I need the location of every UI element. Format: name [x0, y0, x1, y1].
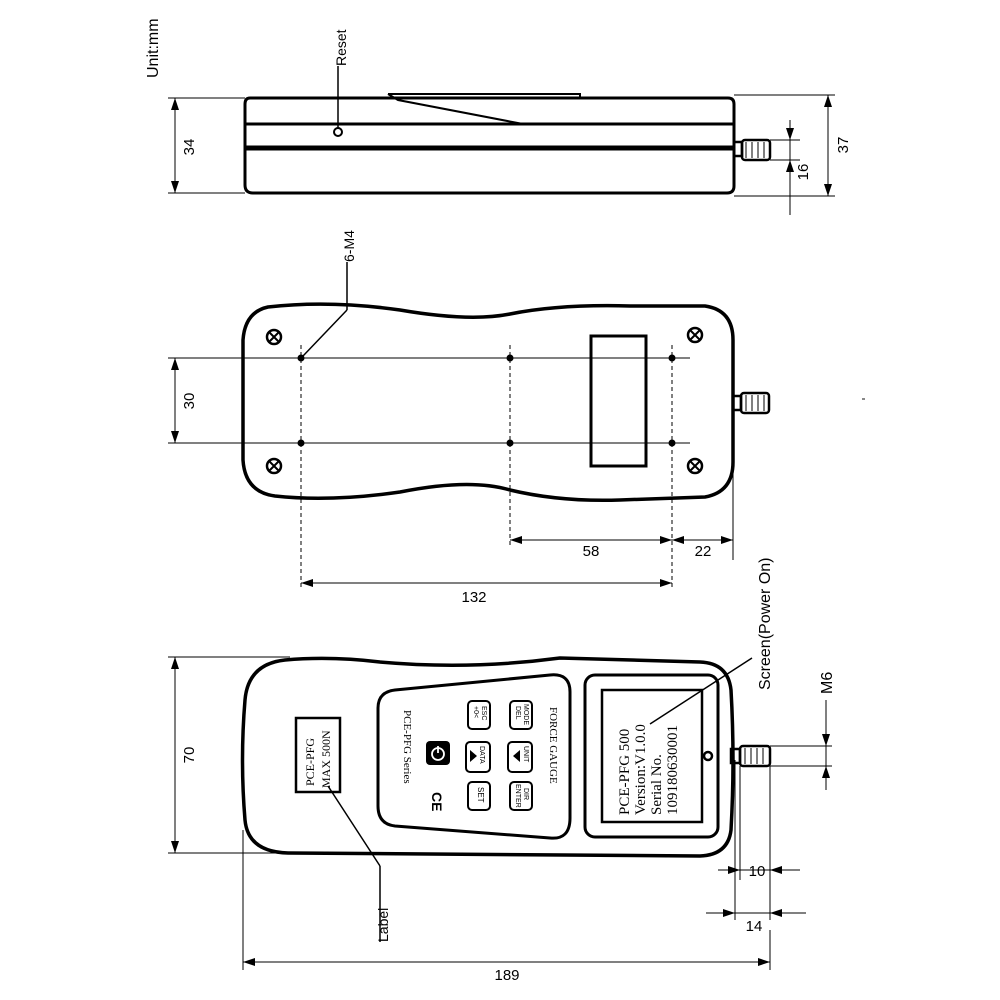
triangle-down-icon — [470, 750, 477, 762]
mode-key-label: MODE — [522, 704, 529, 725]
screen-line-1: PCE-PFG 500 — [617, 729, 633, 815]
dim-hole-spacing-total: 132 — [461, 589, 486, 606]
data-key-label: DATA — [478, 746, 485, 764]
dim-probe-length: 14 — [746, 918, 763, 935]
label-callout: Label — [375, 908, 391, 942]
thread-size: M6 — [819, 672, 836, 694]
dim-total-length: 189 — [494, 967, 519, 984]
back-view: 6-M4 30 58 22 132 — [168, 230, 771, 606]
speck — [862, 398, 865, 400]
unit-label: Unit:mm — [145, 18, 162, 78]
screen-line-2: Version:V1.0.0 — [633, 724, 649, 815]
screen-frame — [583, 673, 720, 839]
side-probe — [740, 138, 772, 162]
screen-label: Screen(Power On) — [757, 558, 774, 691]
dim-probe-thread: 10 — [749, 863, 766, 880]
side-view: Reset 34 37 16 — [168, 29, 852, 215]
dir-key[interactable] — [509, 781, 533, 811]
front-probe — [738, 744, 772, 768]
unit-key[interactable] — [507, 741, 533, 773]
keypad-title: FORCE GAUGE — [547, 707, 559, 784]
esc-key-label: ESC — [480, 706, 487, 720]
screw-icon — [265, 328, 283, 346]
dim-hole-to-end: 22 — [695, 543, 712, 560]
thread-label: 6-M4 — [341, 230, 357, 262]
screw-icon — [265, 457, 283, 475]
device-label-line-2: MAX 500N — [319, 730, 333, 788]
ce-mark: CE — [429, 792, 445, 811]
triangle-up-icon — [513, 750, 520, 762]
back-body — [241, 302, 735, 503]
mode-key-sublabel: DEL — [514, 706, 521, 720]
front-view: PCE-PFG 500 Version:V1.0.0 Serial No. 10… — [168, 558, 836, 984]
esc-key-sublabel: +0< — [472, 706, 479, 718]
dir-key-sublabel: ENTER — [514, 784, 521, 808]
reset-hole-icon — [333, 127, 343, 137]
dir-key-label: DIR — [522, 788, 529, 800]
screen-line-4: 109180630001 — [665, 725, 681, 815]
set-key-label: SET — [476, 787, 485, 803]
dim-width: 70 — [181, 747, 198, 764]
data-key[interactable] — [465, 741, 491, 773]
back-window — [589, 334, 648, 468]
power-led-icon — [702, 750, 714, 762]
side-body — [243, 96, 736, 195]
unit-key-label: UNIT — [522, 746, 529, 763]
screen-display — [600, 688, 704, 824]
esc-key[interactable] — [467, 700, 491, 730]
keypad-panel — [376, 673, 572, 840]
set-key[interactable] — [467, 781, 491, 811]
back-probe — [739, 391, 771, 415]
front-body — [240, 656, 735, 858]
mode-key[interactable] — [509, 700, 533, 730]
series-name: PCE-PFG Series — [401, 710, 413, 784]
screw-icon — [686, 326, 704, 344]
screw-icon — [686, 457, 704, 475]
dim-height: 34 — [181, 139, 198, 156]
device-label-box — [294, 716, 342, 794]
side-wedge — [387, 93, 581, 125]
screen-line-3: Serial No. — [649, 754, 665, 815]
reset-label: Reset — [333, 29, 349, 66]
dim-probe-offset: 16 — [795, 164, 812, 181]
dim-total-height: 37 — [835, 137, 852, 154]
dim-hole-spacing-v: 30 — [181, 393, 198, 410]
dim-hole-spacing-a: 58 — [583, 543, 600, 560]
device-label-line-1: PCE-PFG — [303, 738, 317, 786]
